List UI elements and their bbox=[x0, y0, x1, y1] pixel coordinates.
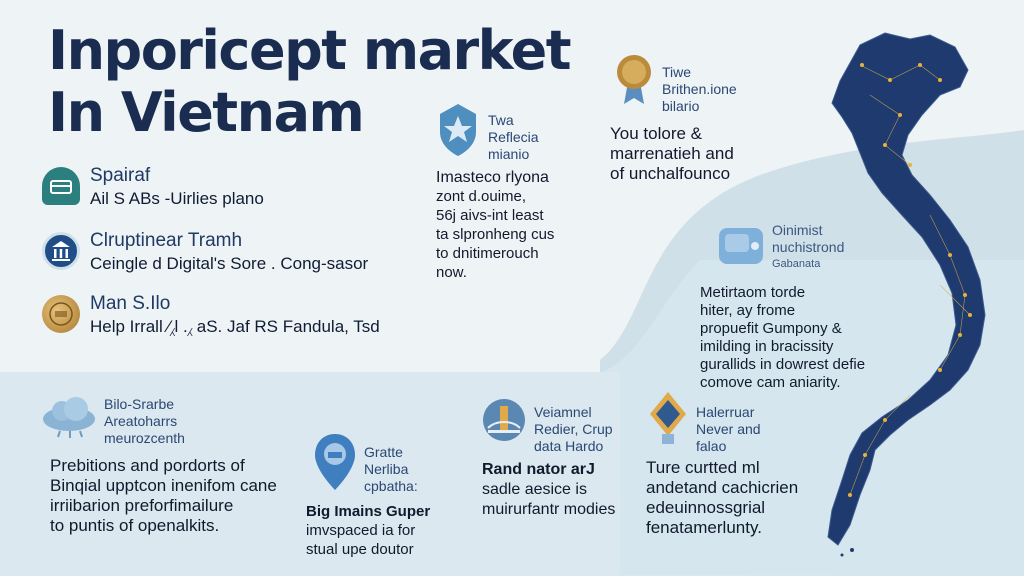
title-line-2: In Vietnam bbox=[48, 81, 365, 144]
bottom-item-1-body: Prebitions and pordorts of Binqial upptc… bbox=[50, 456, 277, 535]
center-body: Imasteco rlyona zont d.ouime, 56j aivs-i… bbox=[436, 169, 555, 281]
center-heading: Twa Reflecia mianio bbox=[488, 112, 539, 162]
wallet-icon bbox=[715, 222, 767, 270]
top-right-body: You tolore & marrenatieh and of unchalfo… bbox=[610, 124, 734, 183]
bottom-item-2-body: Big Imains Guper imvspaced ia for stual … bbox=[306, 503, 431, 558]
left-item-2: Clruptinear Tramh Ceingle d Digital's So… bbox=[42, 230, 402, 280]
bottom-item-3-body: Rand nator arJ sadle aesice is muirurfan… bbox=[482, 461, 616, 518]
page-title: Inporicept market In Vietnam bbox=[48, 20, 608, 144]
card-icon bbox=[42, 167, 80, 205]
map-body: Metirtaom torde hiter, ay frome propuefi… bbox=[700, 284, 866, 391]
bottom-item-3-heading: Veiamnel Redier, Crup data Hardo bbox=[534, 404, 613, 454]
bottom-item-4-heading: Halerruar Never and falao bbox=[696, 404, 761, 454]
map-heading: Oinimist nuchistrond Gabanata bbox=[772, 222, 845, 270]
shield-star-icon bbox=[436, 102, 480, 158]
left-item-3: Man S.Ilo Help Irrall ⁄⁁l .⁁ aS. Jaf RS … bbox=[42, 293, 402, 343]
vietnam-map bbox=[827, 32, 986, 557]
lantern-icon bbox=[646, 390, 690, 448]
top-right-heading: Tiwe Brithen.ione bilario bbox=[662, 64, 737, 114]
medal-icon bbox=[614, 52, 654, 108]
left-item-sub: Ceingle d Digital's Sore . Cong-sasor bbox=[90, 254, 369, 273]
left-item-heading: Clruptinear Tramh bbox=[90, 230, 243, 251]
title-line-1: Inporicept market bbox=[48, 19, 572, 82]
cloud-icon bbox=[40, 393, 98, 439]
left-item-sub: Help Irrall ⁄⁁l .⁁ aS. Jaf RS Fandula, T… bbox=[90, 317, 380, 336]
left-item-heading: Man S.Ilo bbox=[90, 293, 171, 314]
bank-icon bbox=[42, 232, 80, 270]
bottom-item-4-body: Ture curtted ml andetand cachicrien edeu… bbox=[646, 458, 799, 537]
bottom-item-2-heading: Gratte Nerliba cpbatha: bbox=[364, 444, 418, 494]
left-item-1: Spairaf Ail S ABs -Uirlies plano bbox=[42, 165, 402, 215]
left-item-heading: Spairaf bbox=[90, 165, 151, 186]
left-item-sub: Ail S ABs -Uirlies plano bbox=[90, 189, 264, 208]
bottom-item-1-heading: Bilo-Srarbe Areatoharrs meurozcenth bbox=[104, 396, 185, 446]
coin-icon bbox=[42, 295, 80, 333]
location-pin-icon bbox=[312, 432, 358, 494]
bridge-icon bbox=[482, 398, 526, 444]
